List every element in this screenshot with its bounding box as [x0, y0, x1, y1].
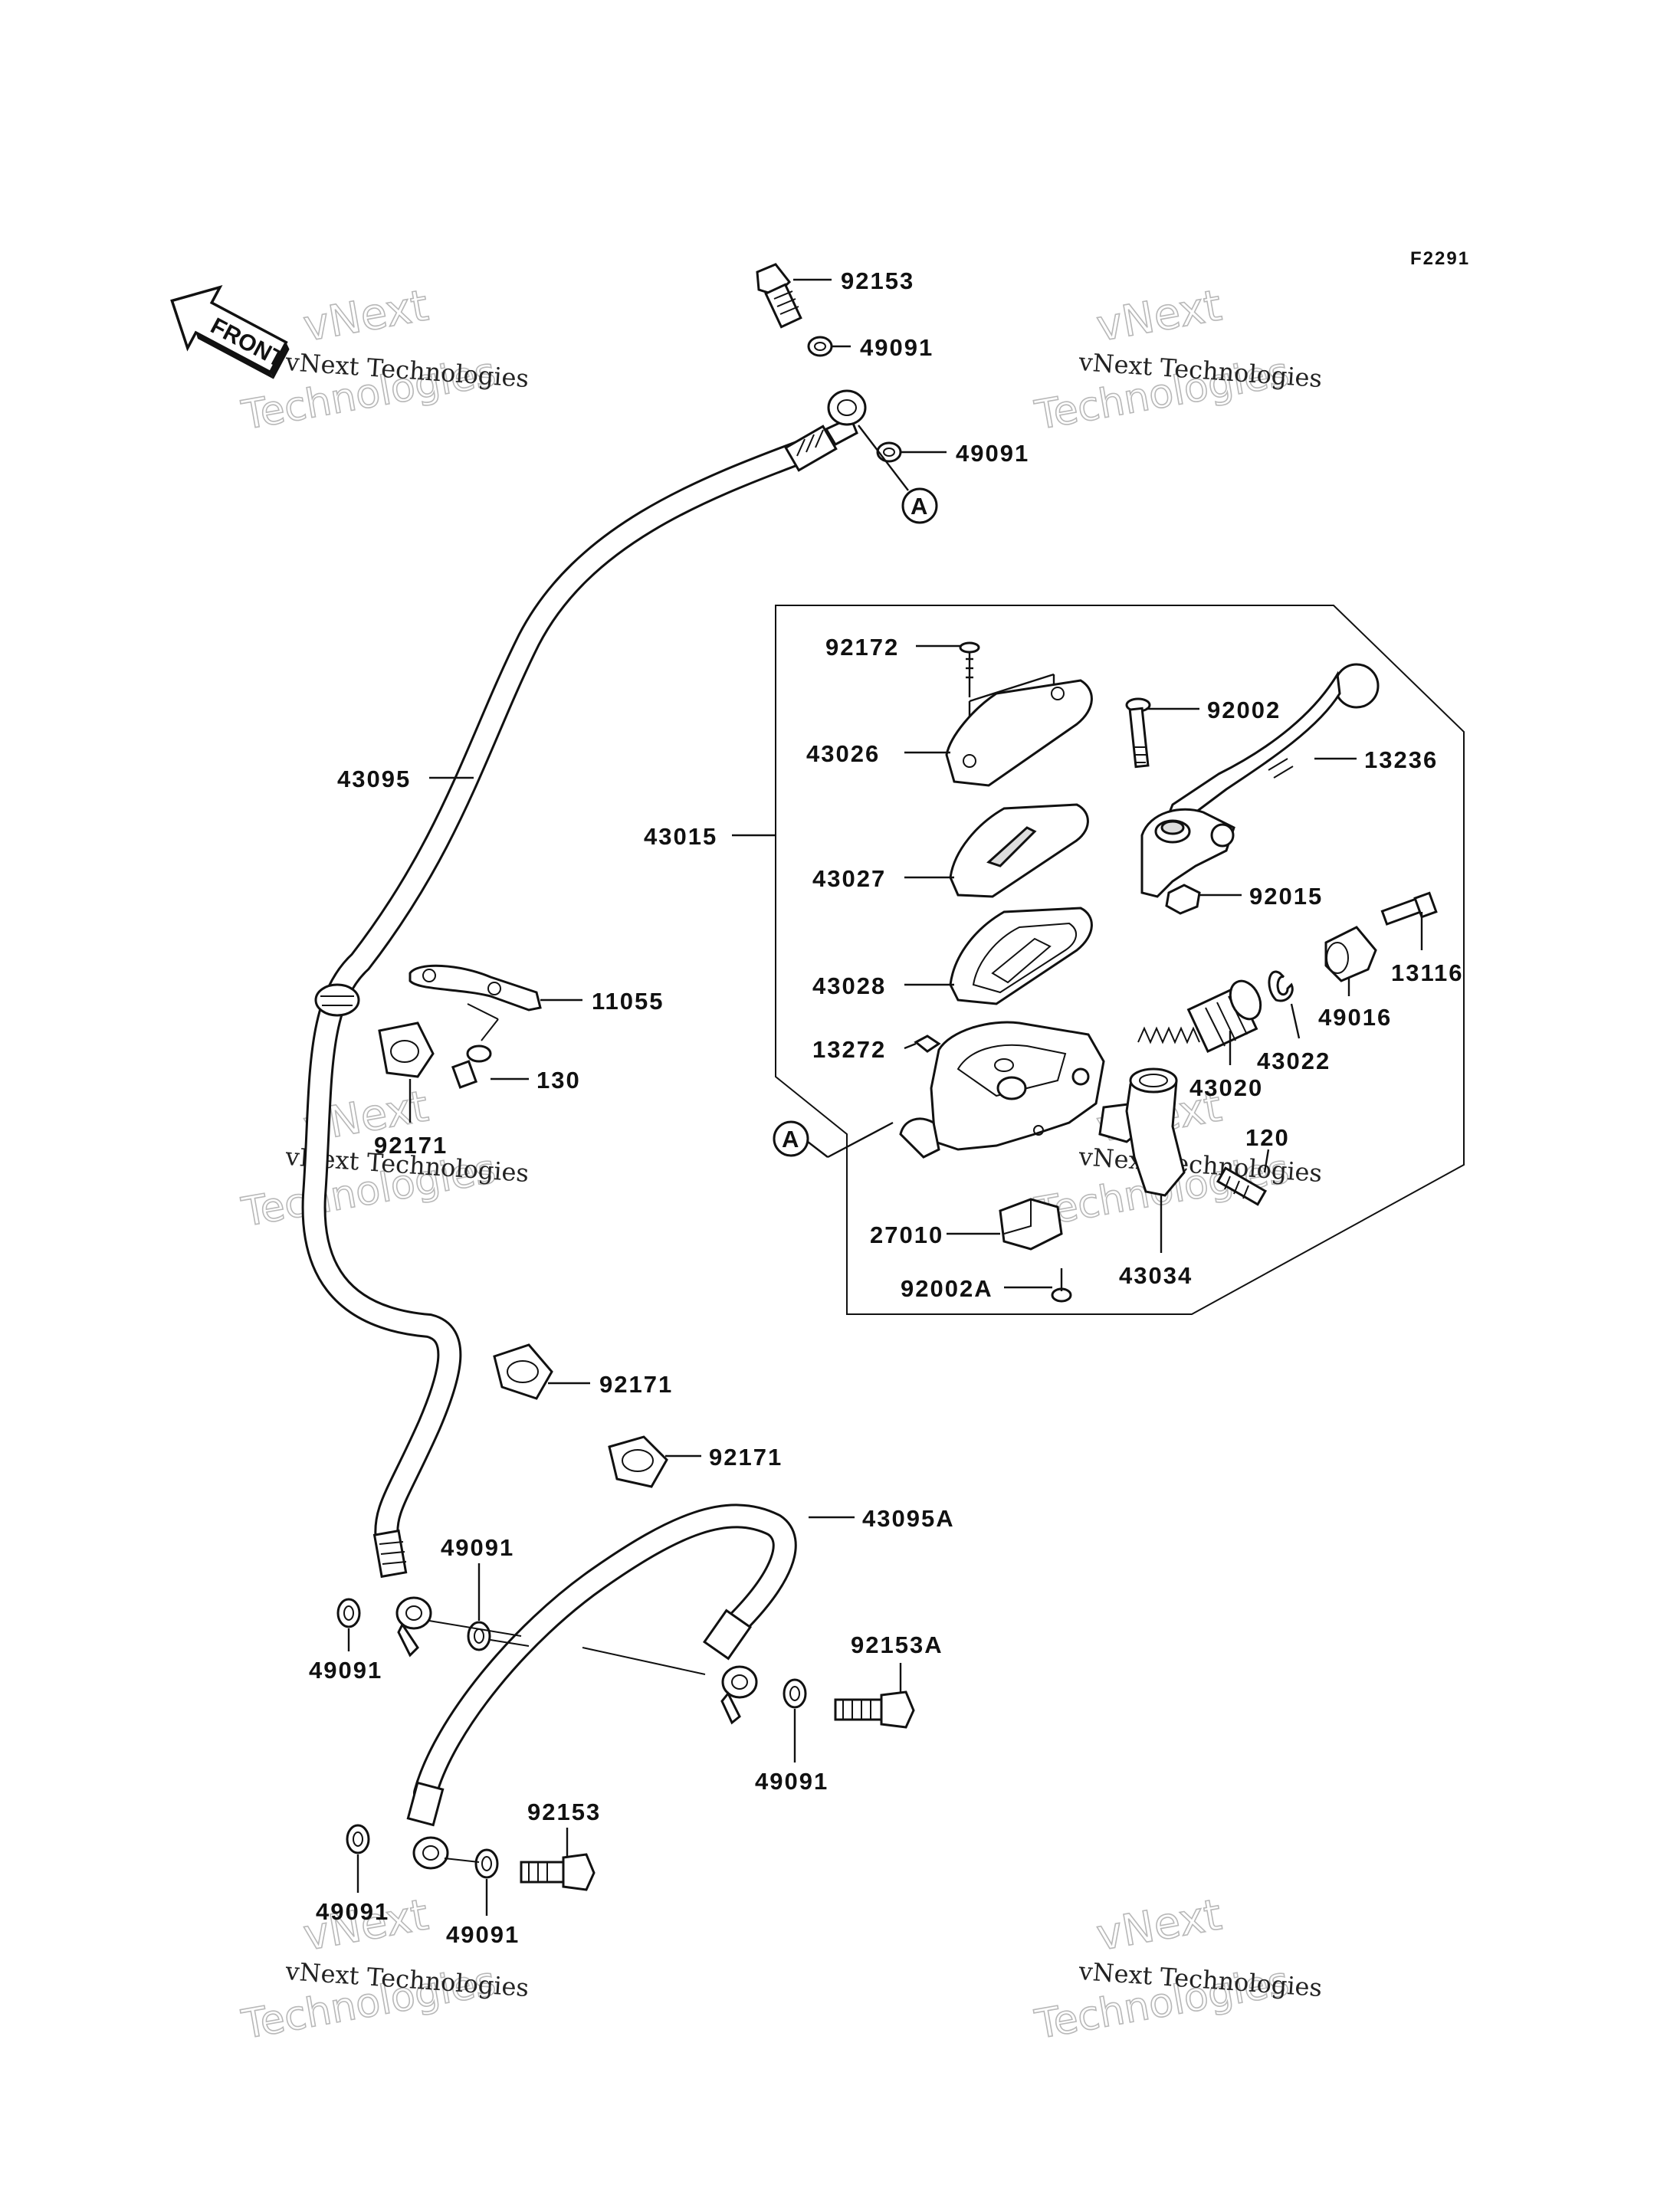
label-49091-c: 49091 [441, 1534, 514, 1561]
washer-49091-d [467, 1621, 491, 1651]
master-cylinder-body [899, 1021, 1147, 1159]
washer-49091-f [346, 1824, 370, 1854]
label-120: 120 [1245, 1124, 1290, 1151]
label-49091-b: 49091 [956, 440, 1029, 467]
bracket-11055 [409, 964, 542, 1041]
label-43028: 43028 [812, 972, 886, 999]
screw-92002A [1051, 1268, 1072, 1303]
top-banjo-fitting [784, 389, 867, 472]
leader-lines [347, 278, 1423, 1916]
label-27010: 27010 [870, 1221, 943, 1248]
diaphragm-43028 [949, 907, 1093, 1005]
label-92171-c: 92171 [709, 1444, 783, 1471]
banjo-bolt-92153A [834, 1690, 915, 1729]
label-92153-bottom: 92153 [527, 1799, 601, 1825]
reference-marker-label: A [782, 1126, 800, 1153]
washer-49091-e [783, 1678, 807, 1709]
label-92015: 92015 [1249, 883, 1323, 910]
label-49091-a: 49091 [860, 334, 934, 361]
label-92153A: 92153A [851, 1631, 943, 1658]
watermark-mid-left: vNext Technologies vNext Technologies [238, 1081, 530, 1237]
hose-clamp-fitting-mid [314, 983, 360, 1017]
brake-lever-13236 [1140, 663, 1380, 898]
watermark-top-right: vNext Technologies vNext Technologies [1031, 280, 1323, 440]
label-49091-e: 49091 [755, 1768, 829, 1795]
screw-92172 [959, 641, 980, 697]
hose-43095A-fitting-left [406, 1781, 449, 1870]
reference-marker-a-top [901, 487, 938, 524]
label-43095: 43095 [337, 766, 411, 792]
pivot-bolt-92002 [1125, 697, 1151, 769]
label-43022: 43022 [1257, 1048, 1331, 1074]
diaphragm-plate-43027 [949, 803, 1089, 898]
hose-clamp-92171-c [608, 1435, 668, 1488]
label-13272: 13272 [812, 1036, 886, 1063]
banjo-bolt-92153-bottom [520, 1853, 596, 1891]
brake-switch-27010 [999, 1198, 1063, 1251]
label-130: 130 [536, 1067, 581, 1094]
reference-marker-a-box [773, 1120, 809, 1157]
label-43026: 43026 [806, 740, 880, 767]
dust-boot-49016 [1324, 926, 1377, 982]
label-43034: 43034 [1119, 1262, 1193, 1289]
pivot-pin-13116 [1380, 891, 1438, 926]
watermark-brand: vNext [1093, 280, 1225, 351]
label-92172: 92172 [825, 634, 899, 661]
circlip-43022 [1268, 970, 1294, 1002]
label-43027: 43027 [812, 865, 886, 892]
bolt-130 [451, 1044, 492, 1089]
hose-43095A-fitting-right [703, 1608, 758, 1725]
nut-92015 [1165, 884, 1201, 915]
watermark-brand: vNext [1093, 1890, 1225, 1960]
handlebar-clamp-43034 [1125, 1067, 1186, 1197]
watermark-brand: vNext [300, 280, 431, 351]
label-49091-d: 49091 [309, 1657, 382, 1684]
label-92171-b: 92171 [599, 1371, 673, 1398]
reference-marker-label: A [911, 493, 929, 520]
label-49016: 49016 [1318, 1004, 1392, 1031]
front-arrow-icon: FRONT [170, 284, 290, 379]
brake-hose-43095 [301, 438, 817, 1553]
hose-lower-fitting [372, 1529, 432, 1658]
label-43095A: 43095A [862, 1505, 955, 1532]
label-13236: 13236 [1364, 746, 1438, 773]
hose-clamp-92171-a [378, 1021, 435, 1078]
label-92171-a: 92171 [374, 1132, 448, 1159]
label-11055: 11055 [592, 988, 664, 1015]
hose-clamp-92171-b [493, 1343, 553, 1400]
piston-spring-43020 [1137, 979, 1262, 1053]
label-92002: 92002 [1207, 697, 1281, 723]
screw-13272 [914, 1035, 941, 1053]
label-13116: 13116 [1391, 959, 1464, 986]
clamp-bolt-120 [1216, 1166, 1268, 1206]
washer-49091-c [336, 1598, 361, 1628]
watermark-bottom-right: vNext Technologies vNext Technologies [1031, 1890, 1323, 2049]
diagram-code: F2291 [1410, 248, 1470, 269]
banjo-bolt-92153-top [756, 263, 802, 329]
label-49091-f: 49091 [316, 1898, 389, 1925]
reservoir-cap-43026 [945, 679, 1093, 787]
washer-49091-g [474, 1848, 499, 1879]
washer-49091-a [807, 336, 833, 357]
label-43020: 43020 [1189, 1074, 1263, 1101]
assembly-outline-43015 [775, 605, 1465, 1315]
washer-49091-b [876, 441, 902, 463]
label-49091-g: 49091 [446, 1921, 520, 1948]
label-43015: 43015 [644, 823, 717, 850]
label-92002A: 92002A [901, 1275, 993, 1302]
label-92153-top: 92153 [841, 267, 914, 294]
